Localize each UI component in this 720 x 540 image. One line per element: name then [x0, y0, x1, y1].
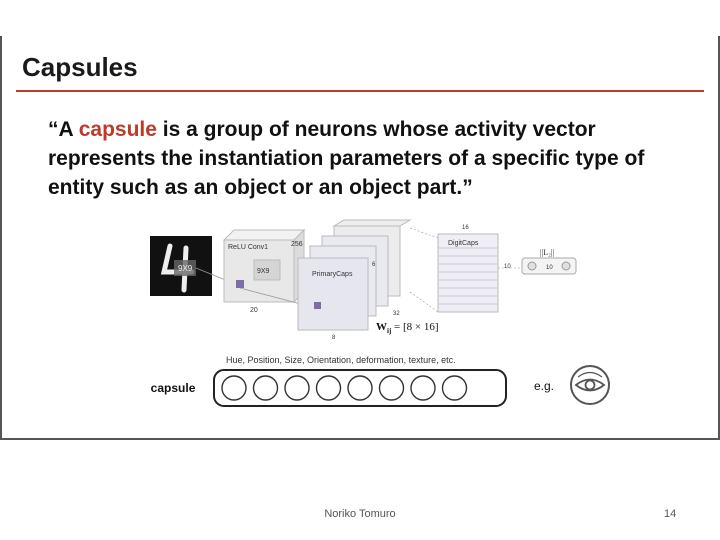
capsule-neuron	[410, 375, 436, 401]
digit-caps-label: DigitCaps	[448, 240, 479, 247]
primary-caps-block	[297, 219, 412, 331]
definition-quote: “A capsule is a group of neurons whose a…	[48, 115, 688, 202]
footer-author: Noriko Tomuro	[324, 508, 396, 520]
weight-formula: Wij = [8 × 16]	[376, 321, 439, 335]
eye-icon	[570, 365, 610, 405]
quote-rest: is a group of neurons whose activity vec…	[48, 118, 645, 199]
capsule-neuron	[221, 375, 247, 401]
input-digit-image	[150, 236, 212, 296]
primary-32-label: 32	[393, 311, 400, 317]
capsule-neuron	[441, 375, 468, 401]
norm-block	[498, 257, 577, 275]
capsule-neuron	[252, 375, 279, 401]
conv-depth-label: 256	[291, 241, 303, 248]
quote-open: “A	[48, 118, 79, 141]
primary-eight-label: 8	[332, 335, 336, 341]
slide-title: Capsules	[22, 52, 138, 82]
capsule-neuron	[284, 375, 310, 401]
capsule-neuron	[315, 375, 342, 401]
digit-caps-block	[437, 233, 499, 313]
eg-label: e.g.	[534, 379, 554, 393]
page-number: 14	[664, 508, 677, 520]
attributes-caption: Hue, Position, Size, Orientation, deform…	[226, 355, 456, 365]
norm-label: ||L₂||	[540, 248, 554, 257]
capsnet-figure: 9X9 ReLU Conv1 9X9 256 20 PrimaryCaps 6 …	[148, 219, 610, 407]
conv-label: ReLU Conv1	[228, 244, 268, 251]
kernel-label-input: 9X9	[178, 264, 193, 273]
capsule-label: 8D capsule	[148, 381, 196, 395]
slide-frame	[0, 36, 720, 440]
primary-six-label: 6	[372, 262, 376, 268]
capsule-neuron	[378, 375, 405, 401]
kernel-label-mid: 9X9	[257, 268, 270, 275]
digit-16-label: 16	[462, 225, 469, 231]
capsule-neuron	[347, 375, 373, 401]
norm-10-label: 10	[546, 265, 553, 271]
conv-width-label: 20	[250, 307, 258, 314]
quote-highlight: capsule	[78, 118, 157, 141]
primary-caps-label: PrimaryCaps	[312, 271, 353, 278]
title-divider	[16, 90, 704, 92]
capsule-neurons	[221, 375, 468, 401]
digit-10-label: 10	[504, 264, 511, 270]
